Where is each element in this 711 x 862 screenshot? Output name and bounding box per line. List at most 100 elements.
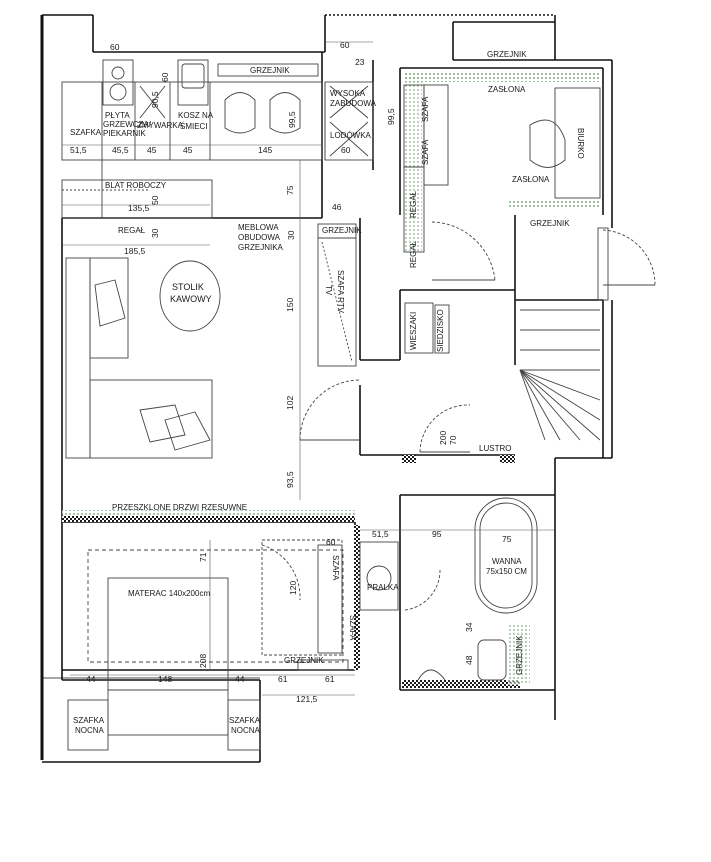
dim-148: 148 [158, 674, 172, 684]
dim-30-regal: 30 [150, 228, 160, 238]
dim-145: 145 [258, 145, 272, 155]
dim-51-5-bath: 51,5 [372, 529, 389, 539]
bathroom [359, 497, 538, 681]
label-grzejnik-bed: GRZEJNIK [284, 656, 324, 665]
dim-34: 34 [464, 622, 474, 632]
dim-61-a: 61 [278, 674, 288, 684]
label-wanna-1: WANNA [492, 557, 522, 566]
wall-tile-2 [500, 455, 515, 463]
label-blat: BLAT ROBOCZY [105, 181, 167, 190]
label-szafka-nocna-r-2: NOCNA [231, 726, 261, 735]
dim-60-top: 60 [110, 42, 120, 52]
label-meblowa-3: GRZEJNIKA [238, 243, 284, 252]
dim-46: 46 [332, 202, 342, 212]
label-zaslona-mid: ZASŁONA [512, 175, 550, 184]
dim-102: 102 [285, 396, 295, 410]
dimensions: 60 60 23 90,5 60 99,5 99,5 51,5 45,5 45 … [70, 40, 512, 704]
sliding-door-track [62, 516, 355, 522]
dim-135-5: 135,5 [128, 203, 150, 213]
label-wysoka-2: ZABUDOWA [330, 99, 377, 108]
label-siedzisko: SIEDZISKO [436, 309, 445, 352]
dim-60-right: 60 [340, 40, 350, 50]
label-zaslona-top: ZASŁONA [488, 85, 526, 94]
dim-95: 95 [432, 529, 442, 539]
office [403, 84, 656, 301]
dim-121-5: 121,5 [296, 694, 318, 704]
label-kosz-1: KOSZ NA [178, 111, 214, 120]
dim-75: 75 [285, 185, 295, 195]
label-szafka-nocna-r-1: SZAFKA [229, 716, 261, 725]
label-grzejnik-kitchen: GRZEJNIK [250, 66, 290, 75]
label-grzejnik-stairs: GRZEJNIK [530, 219, 570, 228]
label-wanna-2: 75x150 CM [486, 567, 527, 576]
stairs [519, 309, 601, 441]
label-plyta-1: PŁYTA [105, 111, 130, 120]
dim-93-5: 93,5 [285, 471, 295, 488]
label-pralka: PRALKA [367, 583, 399, 592]
wall-tile-3 [354, 525, 360, 670]
label-wieszaki: WIESZAKI [409, 312, 418, 350]
label-szafa-1: SZAFA [421, 96, 430, 122]
dim-45-a: 45 [147, 145, 157, 155]
label-grzejnik-living: GRZEJNIK [322, 226, 362, 235]
hallway [404, 302, 471, 453]
label-szafa-bed-2: SZAFA [348, 615, 357, 641]
dim-200: 200 [438, 431, 448, 445]
label-szafka-nocna-l-2: NOCNA [75, 726, 105, 735]
room-labels: SZAFKA PŁYTA GRZEWCZA/ PIEKARNIK ZMYWARK… [70, 50, 585, 735]
dim-45-b: 45 [183, 145, 193, 155]
label-stolik-1: STOLIK [172, 282, 204, 292]
label-wysoka-1: WYSOKA [330, 89, 366, 98]
dim-51-5-k: 51,5 [70, 145, 87, 155]
dim-23: 23 [355, 57, 365, 67]
label-plyta-3: PIEKARNIK [103, 129, 146, 138]
label-regal-1: REGAŁ [409, 190, 418, 218]
label-plyta-2: GRZEWCZA/ [103, 120, 152, 129]
label-lodowka: LODÓWKA [330, 131, 372, 140]
hatch-areas [62, 72, 600, 685]
dim-60-kosz: 60 [160, 72, 170, 82]
label-szafa-bed-1: SZAFA [331, 555, 340, 581]
label-grzejnik-bath: GRZEJNIK [515, 635, 524, 675]
dim-99-5-o: 99,5 [386, 108, 396, 125]
dim-120: 120 [288, 581, 298, 595]
dim-90-5: 90,5 [150, 91, 160, 108]
dim-44-r: 44 [235, 674, 245, 684]
label-szafa-rtv: SZAFA RTV [336, 270, 345, 314]
label-tv: TV [324, 285, 333, 296]
label-regal-kitchen: REGAŁ [118, 226, 146, 235]
label-szafka: SZAFKA [70, 128, 102, 137]
label-materac: MATERAC 140x200cm [128, 589, 210, 598]
bedroom [67, 539, 349, 751]
label-kosz-2: ŚMIECI [180, 122, 208, 131]
label-regal-2: REGAŁ [409, 240, 418, 268]
dim-44-l: 44 [86, 674, 96, 684]
dim-208: 208 [198, 654, 208, 668]
label-biurko: BIURKO [576, 128, 585, 159]
dim-61-b: 61 [325, 674, 335, 684]
wall-tile-1 [402, 455, 416, 463]
dim-99-5-k: 99,5 [287, 111, 297, 128]
dim-30-mebl: 30 [286, 230, 296, 240]
dim-70: 70 [448, 435, 458, 445]
label-stolik-2: KAWOWY [170, 294, 212, 304]
label-meblowa-2: OBUDOWA [238, 233, 281, 242]
label-szafa-2: SZAFA [421, 139, 430, 165]
label-szafka-nocna-l-1: SZAFKA [73, 716, 105, 725]
dim-45-5: 45,5 [112, 145, 129, 155]
dim-71: 71 [198, 552, 208, 562]
label-grzejnik-top: GRZEJNIK [487, 50, 527, 59]
label-lustro: LUSTRO [479, 444, 511, 453]
label-meblowa-1: MEBLOWA [238, 223, 279, 232]
living-room [65, 223, 361, 459]
dim-150: 150 [285, 298, 295, 312]
kitchen [61, 59, 374, 219]
wall-tile-4 [402, 680, 520, 688]
dim-185-5: 185,5 [124, 246, 146, 256]
dim-48: 48 [464, 655, 474, 665]
dim-60-bath: 60 [326, 537, 336, 547]
dim-50: 50 [150, 195, 160, 205]
dim-75-wanna: 75 [502, 534, 512, 544]
label-przeszklone: PRZESZKLONE DRZWI RZESUWNE [112, 503, 247, 512]
